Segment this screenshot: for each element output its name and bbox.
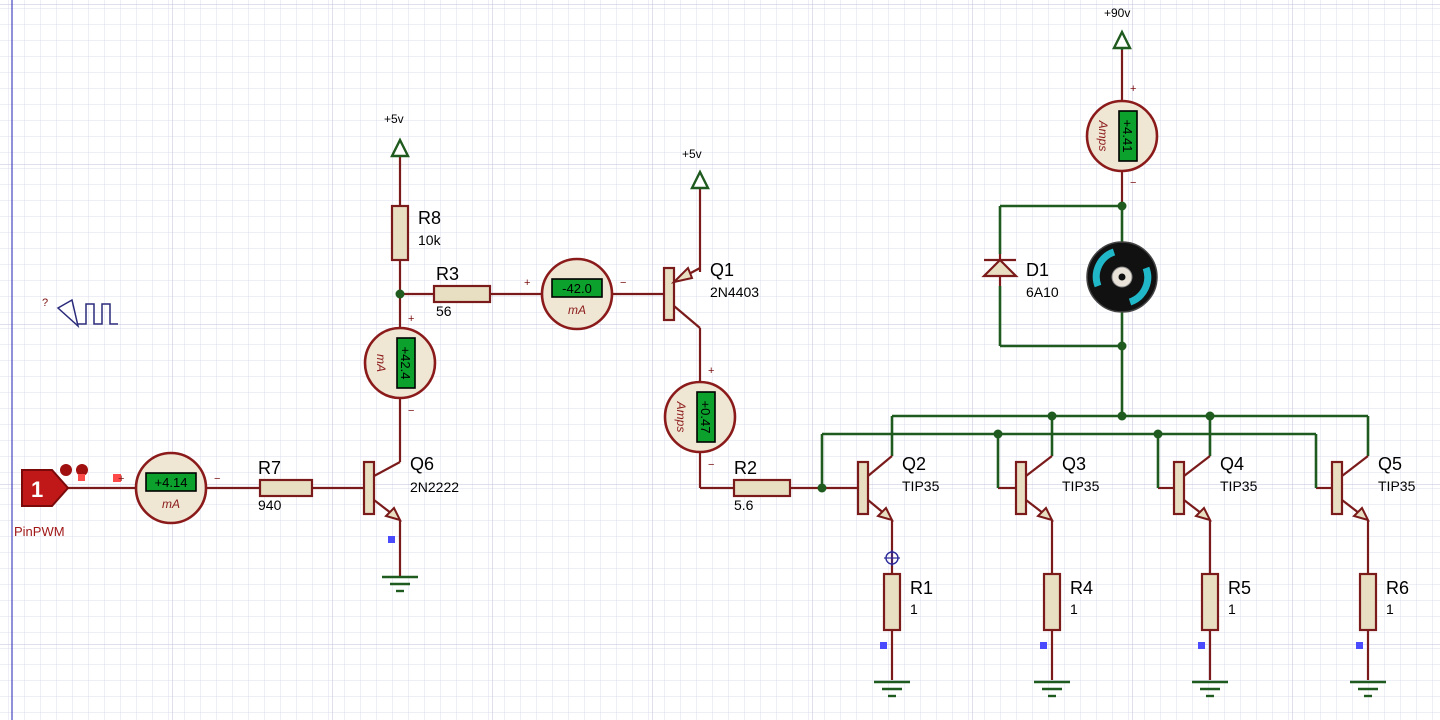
svg-text:R7: R7 <box>258 458 281 478</box>
svg-text:Amps: Amps <box>1096 120 1110 152</box>
ammeter-q1[interactable]: +0.47 Amps + − <box>663 365 737 471</box>
power-5v-a[interactable]: +5v <box>384 112 410 158</box>
svg-text:Q4: Q4 <box>1220 454 1244 474</box>
svg-text:−: − <box>620 277 626 289</box>
svg-text:R2: R2 <box>734 458 757 478</box>
diode-d1[interactable]: D1 6A10 <box>981 254 1059 300</box>
svg-text:1: 1 <box>910 601 918 617</box>
ground-icon <box>382 575 418 593</box>
svg-text:R4: R4 <box>1070 578 1093 598</box>
pin-number: 1 <box>31 477 43 502</box>
crosshair-cursor-icon <box>884 550 900 566</box>
ammeter-motor[interactable]: +4.41 Amps + − <box>1085 83 1159 189</box>
svg-text:2N4403: 2N4403 <box>710 284 759 300</box>
svg-text:R1: R1 <box>910 578 933 598</box>
svg-text:940: 940 <box>258 497 282 513</box>
meter-reading: +4.41 <box>1120 120 1135 153</box>
svg-text:TIP35: TIP35 <box>1220 478 1258 494</box>
svg-text:+: + <box>408 313 414 325</box>
meter-reading: -42.0 <box>562 281 592 296</box>
svg-text:56: 56 <box>436 303 452 319</box>
power-5v-b[interactable]: +5v <box>682 147 710 190</box>
svg-text:1: 1 <box>1070 601 1078 617</box>
svg-text:1: 1 <box>1228 601 1236 617</box>
ammeter-input[interactable]: +4.14 mA + − <box>118 451 220 525</box>
svg-text:Amps: Amps <box>674 401 688 433</box>
svg-text:mA: mA <box>568 303 586 317</box>
svg-text:1: 1 <box>1386 601 1394 617</box>
pin-label: PinPWM <box>14 524 65 539</box>
svg-text:10k: 10k <box>418 232 442 248</box>
transistor-q5[interactable]: Q5 TIP35 <box>1330 454 1416 522</box>
svg-text:mA: mA <box>374 354 388 372</box>
svg-text:Q1: Q1 <box>710 260 734 280</box>
svg-text:Q3: Q3 <box>1062 454 1086 474</box>
svg-text:R6: R6 <box>1386 578 1409 598</box>
svg-text:+: + <box>524 277 530 289</box>
square-wave-icon[interactable]: ? <box>42 297 118 329</box>
transistor-q1[interactable]: Q1 2N4403 <box>662 260 759 329</box>
resistor-r5[interactable]: R5 1 <box>1200 572 1251 632</box>
ground-icon <box>1192 680 1228 698</box>
transistor-q6[interactable]: Q6 2N2222 <box>362 454 459 522</box>
transistor-q3[interactable]: Q3 TIP35 <box>1014 454 1100 522</box>
ground-icon <box>1034 680 1070 698</box>
meter-reading: +4.14 <box>155 475 188 490</box>
svg-text:+: + <box>708 365 714 377</box>
meter-reading: +42.4 <box>398 347 413 380</box>
svg-text:mA: mA <box>162 497 180 511</box>
svg-text:−: − <box>708 459 714 471</box>
transistor-q4[interactable]: Q4 TIP35 <box>1172 454 1258 522</box>
meter-reading: +0.47 <box>698 401 713 434</box>
ground-icon <box>874 680 910 698</box>
power-90v[interactable]: +90v <box>1104 6 1132 50</box>
pwm-generator-terminal[interactable]: 1 PinPWM <box>14 464 121 539</box>
resistor-r7[interactable]: R7 940 <box>258 458 314 513</box>
svg-text:R3: R3 <box>436 264 459 284</box>
resistor-r6[interactable]: R6 1 <box>1358 572 1409 632</box>
svg-text:−: − <box>408 405 414 417</box>
svg-text:Q2: Q2 <box>902 454 926 474</box>
svg-text:Q6: Q6 <box>410 454 434 474</box>
svg-text:TIP35: TIP35 <box>1062 478 1100 494</box>
svg-text:?: ? <box>42 297 48 309</box>
net-wires <box>820 204 1370 488</box>
transistor-q2[interactable]: Q2 TIP35 <box>856 454 940 522</box>
svg-text:6A10: 6A10 <box>1026 284 1059 300</box>
svg-text:5.6: 5.6 <box>734 497 754 513</box>
wires <box>66 50 1370 680</box>
resistor-r2[interactable]: R2 5.6 <box>732 458 792 513</box>
svg-text:R8: R8 <box>418 208 441 228</box>
ground-icon <box>1350 680 1386 698</box>
resistor-r1[interactable]: R1 1 <box>882 572 933 632</box>
svg-text:TIP35: TIP35 <box>902 478 940 494</box>
ammeter-r8[interactable]: +42.4 mA + − <box>363 313 437 417</box>
resistor-r3[interactable]: R3 56 <box>432 264 492 319</box>
junctions <box>395 201 1215 493</box>
svg-text:−: − <box>1130 177 1136 189</box>
svg-text:2N2222: 2N2222 <box>410 479 459 495</box>
resistor-r8[interactable]: R8 10k <box>390 204 442 262</box>
svg-text:TIP35: TIP35 <box>1378 478 1416 494</box>
resistor-r4[interactable]: R4 1 <box>1042 572 1093 632</box>
svg-text:+: + <box>1130 83 1136 95</box>
svg-text:Q5: Q5 <box>1378 454 1402 474</box>
svg-text:+5v: +5v <box>682 147 702 161</box>
probe-markers <box>388 536 1363 649</box>
svg-text:R5: R5 <box>1228 578 1251 598</box>
svg-text:+90v: +90v <box>1104 6 1130 20</box>
svg-text:D1: D1 <box>1026 260 1049 280</box>
motor-icon[interactable] <box>1086 241 1158 313</box>
ammeter-r3[interactable]: -42.0 mA + − <box>524 257 626 331</box>
svg-text:+5v: +5v <box>384 112 404 126</box>
svg-text:+: + <box>118 473 124 485</box>
svg-text:−: − <box>214 473 220 485</box>
